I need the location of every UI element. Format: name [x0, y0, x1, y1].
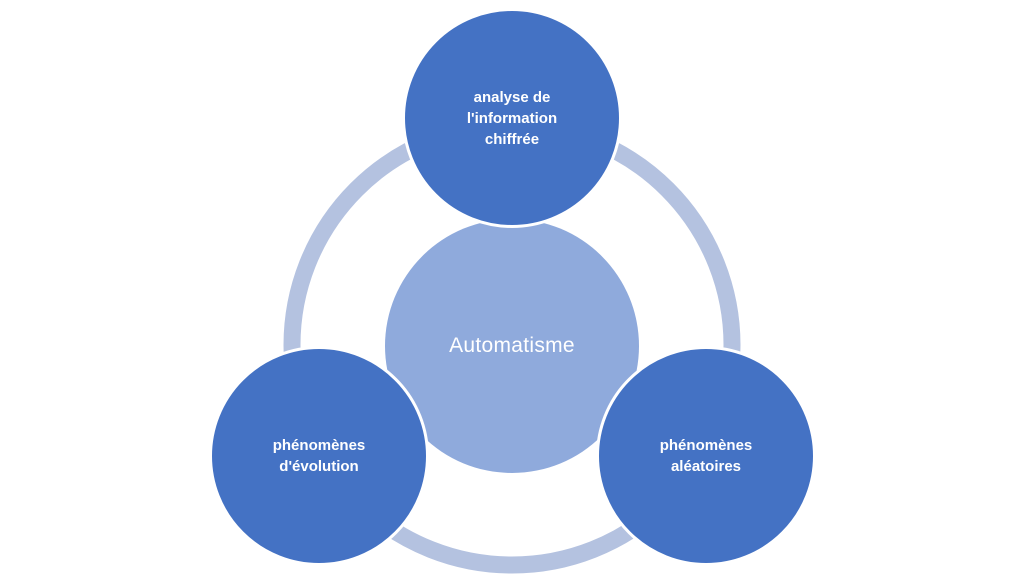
center-label: Automatisme	[449, 334, 575, 357]
node-top-label: analyse de l'information chiffrée	[466, 88, 558, 148]
node-left-label: phénomènes d'évolution	[272, 437, 366, 475]
node-top-circle: analyse de l'information chiffrée	[402, 8, 622, 228]
node-right-circle: phénomènes aléatoires	[596, 346, 816, 566]
center-circle: Automatisme	[385, 219, 639, 473]
node-right-label: phénomènes aléatoires	[659, 437, 753, 475]
node-left-circle: phénomènes d'évolution	[209, 346, 429, 566]
